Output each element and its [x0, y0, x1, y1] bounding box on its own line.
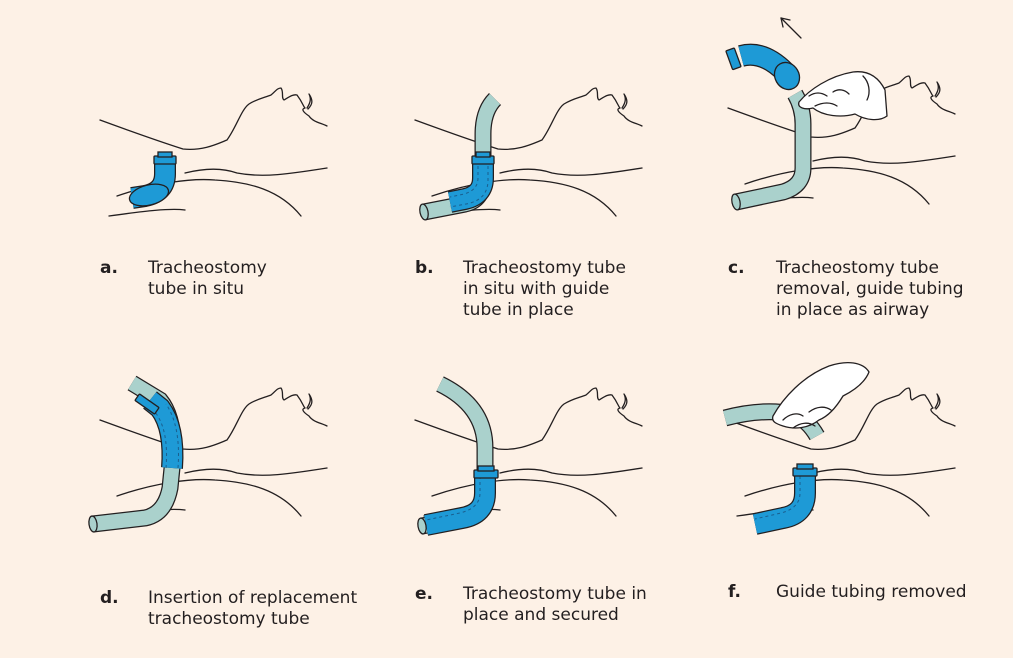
illustration-f	[728, 308, 1013, 528]
panel-caption-d: Insertion of replacement tracheostomy tu…	[148, 588, 357, 630]
tracheostomy-change-figure: a. Tracheostomy tube in situ b. Tracheos…	[0, 0, 1013, 643]
panel-a: a. Tracheostomy tube in situ	[100, 8, 420, 308]
panel-letter-f: f.	[728, 582, 741, 603]
illustration-a	[100, 8, 420, 228]
illustration-c	[728, 0, 1013, 216]
panel-c: c. Tracheostomy tube removal, guide tubi…	[728, 0, 1013, 296]
panel-caption-f: Guide tubing removed	[776, 582, 967, 603]
illustration-b	[415, 8, 735, 228]
illustration-d	[100, 308, 420, 528]
caption-e: e. Tracheostomy tube in place and secure…	[415, 584, 735, 654]
panel-caption-a: Tracheostomy tube in situ	[148, 258, 267, 300]
caption-d: d. Insertion of replacement tracheostomy…	[100, 588, 420, 658]
panel-f: f. Guide tubing removed	[728, 308, 1013, 608]
panel-d: d. Insertion of replacement tracheostomy…	[100, 308, 420, 608]
caption-f: f. Guide tubing removed	[728, 582, 1013, 652]
panel-b: b. Tracheostomy tube in situ with guide …	[415, 8, 735, 308]
panel-letter-a: a.	[100, 258, 118, 279]
illustration-e	[415, 308, 735, 528]
panel-letter-b: b.	[415, 258, 434, 279]
panel-letter-e: e.	[415, 584, 433, 605]
panel-e: e. Tracheostomy tube in place and secure…	[415, 308, 735, 608]
panel-letter-d: d.	[100, 588, 119, 609]
panel-caption-e: Tracheostomy tube in place and secured	[463, 584, 647, 626]
panel-letter-c: c.	[728, 258, 745, 279]
